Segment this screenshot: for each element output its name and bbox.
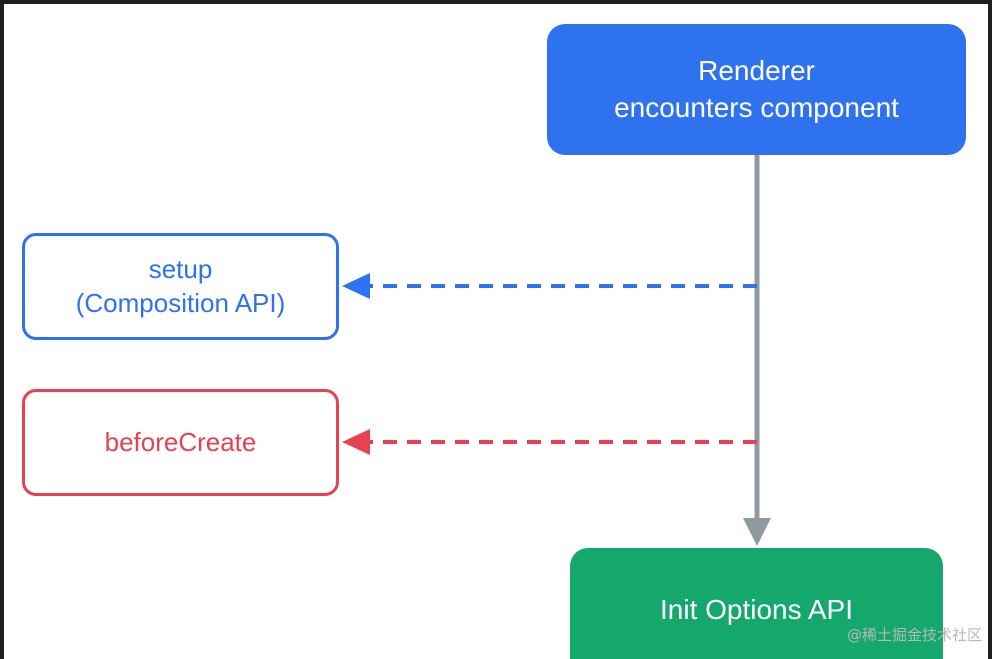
before-create-label: beforeCreate <box>104 426 257 457</box>
frame-border-right <box>988 0 992 659</box>
setup-node: setup (Composition API) <box>22 233 339 340</box>
setup-node-line1: setup <box>148 253 213 284</box>
main-flow-arrowhead <box>743 518 771 546</box>
setup-arrowhead <box>342 273 370 299</box>
renderer-node-line2: encounters component <box>614 91 899 123</box>
init-options-label: Init Options API <box>660 594 853 625</box>
frame-border-top <box>0 0 992 4</box>
renderer-node: Renderer encounters component <box>547 24 966 155</box>
setup-node-line2: (Composition API) <box>75 287 286 318</box>
watermark: @稀土掘金技术社区 <box>846 626 982 644</box>
frame-border-left <box>0 0 4 659</box>
before-create-arrowhead <box>342 429 370 455</box>
renderer-node-line1: Renderer <box>698 55 815 87</box>
init-options-node: Init Options API <box>570 548 943 659</box>
before-create-node: beforeCreate <box>22 389 339 496</box>
